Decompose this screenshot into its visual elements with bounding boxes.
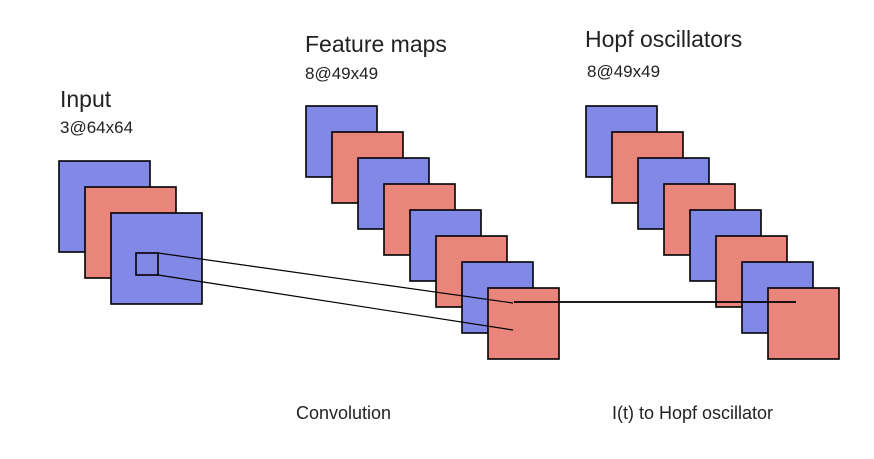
- hopf-oscillators-stack: [585, 105, 840, 360]
- hopf-input-caption: I(t) to Hopf oscillator: [612, 403, 773, 423]
- input-stack: [58, 160, 203, 305]
- feature-maps-stack: [305, 105, 560, 360]
- convolution-caption: Convolution: [296, 403, 391, 423]
- feature-maps-title: Feature maps: [305, 31, 447, 57]
- feature-map-sheet-8: [487, 287, 560, 360]
- convolution-line-top: [157, 252, 514, 304]
- hopf-oscillators-dims: 8@49x49: [587, 62, 660, 81]
- hopf-oscillators-title: Hopf oscillators: [585, 26, 742, 52]
- receptive-field-box: [135, 252, 159, 276]
- input-title: Input: [60, 86, 112, 112]
- feature-maps-dims: 8@49x49: [305, 64, 378, 83]
- convolution-line-bottom: [157, 274, 514, 331]
- hopf-oscillator-sheet-8: [767, 287, 840, 360]
- input-dims: 3@64x64: [60, 118, 133, 137]
- input-sheet-3: [110, 212, 203, 305]
